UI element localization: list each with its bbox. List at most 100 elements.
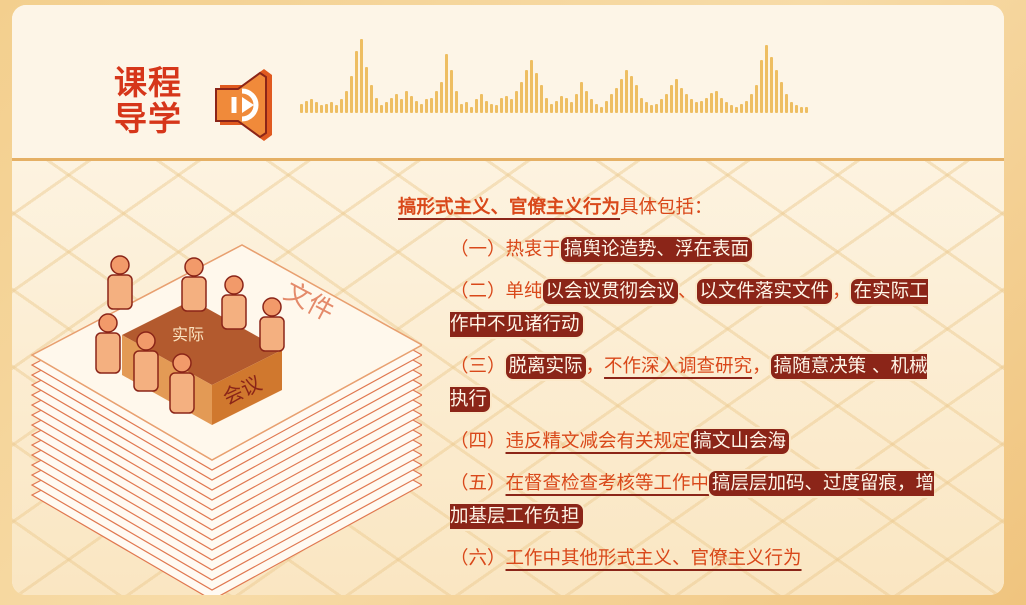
list-item: （五）在督查检查考核等工作中搞层层加码、过度留痕，增加基层工作负担 (398, 467, 938, 533)
wave-bar (750, 94, 753, 113)
list-item: （三）脱离实际，不作深入调查研究，搞随意决策 、机械执行 (398, 350, 938, 416)
wave-bar (385, 102, 388, 113)
wave-bar (460, 103, 463, 113)
content-heading: 搞形式主义、官僚主义行为具体包括： (398, 191, 938, 224)
wave-bar (465, 102, 468, 113)
wave-bar (690, 99, 693, 113)
wave-bar (360, 38, 363, 113)
wave-bar (340, 99, 343, 113)
wave-bar (675, 78, 678, 113)
wave-bar (410, 95, 413, 113)
wave-bar (395, 94, 398, 113)
lesson-card: 课程 导学 文件 实际 会议 (12, 5, 1004, 595)
wave-bar (310, 99, 313, 113)
list-item: （四）违反精文减会有关规定搞文山会海 (398, 425, 938, 458)
wave-bar (705, 97, 708, 113)
wave-bar (365, 66, 368, 113)
text-segment: （三） (450, 356, 506, 377)
wave-bar (595, 103, 598, 113)
wave-bar (685, 94, 688, 113)
wave-bar (550, 103, 553, 113)
wave-bar (735, 106, 738, 113)
wave-bar (345, 91, 348, 113)
wave-bar (560, 95, 563, 113)
wave-bar (635, 85, 638, 113)
wave-bar (660, 99, 663, 113)
wave-bar (475, 99, 478, 113)
wave-bar (765, 44, 768, 113)
audio-waveform (300, 35, 808, 113)
wave-bar (370, 85, 373, 113)
wave-bar (555, 100, 558, 113)
wave-bar (630, 75, 633, 113)
wave-bar (565, 97, 568, 113)
wave-bar (375, 97, 378, 113)
underlined-phrase: 搞形式主义、官僚主义行为 (398, 197, 621, 218)
wave-bar (570, 102, 573, 113)
wave-bar (420, 103, 423, 113)
text-segment: （一）热衷于 (450, 239, 562, 260)
wave-bar (440, 82, 443, 113)
text-segment: ， (585, 356, 605, 377)
wave-bar (505, 95, 508, 113)
text-segment: ， (832, 281, 851, 302)
wave-bar (700, 100, 703, 113)
wave-bar (770, 57, 773, 113)
highlight-phrase: 以文件落实文件 (696, 279, 833, 304)
speaker-icon[interactable] (212, 63, 278, 147)
content-text: 搞形式主义、官僚主义行为具体包括： （一）热衷于搞舆论造势、浮在表面 （二）单纯以会… (398, 191, 938, 584)
wave-bar (795, 105, 798, 113)
wave-bar (480, 94, 483, 113)
wave-bar (490, 103, 493, 113)
wave-bar (515, 91, 518, 113)
wave-bar (800, 106, 803, 113)
wave-bar (720, 97, 723, 113)
wave-bar (430, 97, 433, 113)
wave-bar (740, 103, 743, 113)
wave-bar (305, 100, 308, 113)
wave-bar (335, 105, 338, 113)
wave-bar (645, 102, 648, 113)
wave-bar (545, 97, 548, 113)
highlight-phrase: 以会议贯彻会议 (542, 279, 679, 304)
wave-bar (580, 82, 583, 113)
wave-bar (710, 92, 713, 113)
wave-bar (435, 91, 438, 113)
wave-bar (400, 99, 403, 113)
text-segment: （五） (450, 473, 506, 494)
wave-bar (530, 60, 533, 113)
text-segment: ， (752, 356, 771, 377)
wave-bar (615, 88, 618, 113)
wave-bar (330, 102, 333, 113)
underlined-phrase: 工作中其他形式主义、官僚主义行为 (505, 548, 802, 569)
text-segment: （六） (450, 548, 506, 569)
wave-bar (535, 72, 538, 113)
title-line-2: 导学 (114, 99, 182, 138)
wave-bar (485, 100, 488, 113)
wave-bar (785, 94, 788, 113)
wave-bar (755, 85, 758, 113)
wave-bar (525, 69, 528, 113)
wave-bar (610, 94, 613, 113)
wave-bar (425, 99, 428, 113)
wave-bar (625, 69, 628, 113)
wave-bar (725, 102, 728, 113)
wave-bar (520, 82, 523, 113)
wave-bar (665, 94, 668, 113)
text-segment: 具体包括： (620, 197, 713, 218)
wave-bar (575, 94, 578, 113)
wave-bar (655, 103, 658, 113)
wave-bar (585, 91, 588, 113)
text-segment: 、 (678, 281, 697, 302)
wave-bar (325, 103, 328, 113)
wave-bar (775, 69, 778, 113)
list-item: （二）单纯以会议贯彻会议、以文件落实文件，在实际工作中不见诸行动 (398, 275, 938, 341)
wave-bar (350, 75, 353, 113)
wave-bar (790, 102, 793, 113)
highlight-phrase: 搞舆论造势、浮在表面 (561, 237, 753, 262)
wave-bar (695, 102, 698, 113)
wave-bar (300, 103, 303, 113)
wave-bar (405, 91, 408, 113)
wave-bar (320, 105, 323, 113)
wave-bar (780, 82, 783, 113)
